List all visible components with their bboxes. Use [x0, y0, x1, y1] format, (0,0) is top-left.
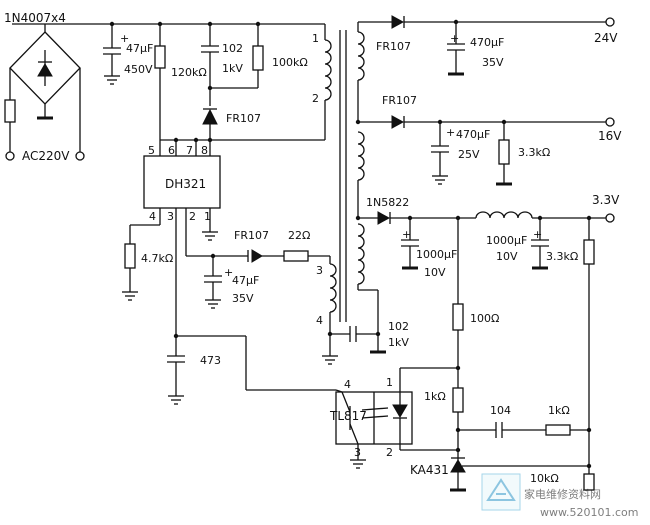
ic-pin3: 3 [167, 210, 174, 223]
watermark: 家电维修资料网 www.520101.com [481, 473, 638, 519]
ic-pin8: 8 [201, 144, 208, 157]
input-capacitor: + 47μF 450V [103, 21, 153, 85]
pin4-resistor: 4.7kΩ [122, 224, 173, 301]
y-cap-voltage: 1kV [388, 336, 409, 349]
aux-cap-plus: + [224, 266, 233, 279]
oc-pin4: 4 [344, 378, 351, 391]
input-cap-plus: + [120, 32, 129, 45]
out-24v-label: 24V [594, 31, 618, 45]
watermark-title: 家电维修资料网 [524, 487, 601, 501]
aux-winding-pin3: 3 [316, 264, 323, 277]
snubber-cap-voltage: 1kV [222, 62, 243, 75]
c33b-value: 1000μF [486, 234, 527, 247]
shunt-regulator: KA431 10kΩ [410, 457, 595, 492]
primary-pin2: 2 [312, 92, 319, 105]
c24-value: 470μF [470, 36, 504, 49]
primary-pin1: 1 [312, 32, 319, 45]
aux-resistor-value: 22Ω [288, 229, 310, 242]
d33-label: 1N5822 [366, 196, 409, 209]
y-capacitor: 102 1kV [349, 289, 409, 354]
snubber-diode-label: FR107 [226, 112, 261, 125]
c104-value: 104 [490, 404, 511, 417]
ac-input-label: AC220V [22, 149, 70, 163]
pin3-network: 473 [167, 225, 336, 405]
input-cap-voltage: 450V [124, 63, 153, 76]
optocoupler: TL817 4 1 3 2 [329, 376, 461, 469]
out-16v-label: 16V [598, 129, 622, 143]
optocoupler-label: TL817 [329, 409, 367, 423]
aux-cap-voltage: 35V [232, 292, 254, 305]
c33b-voltage: 10V [496, 250, 518, 263]
controller-ic: DH321 5 6 7 8 4 3 2 1 [143, 137, 325, 241]
oc-pin2: 2 [386, 446, 393, 459]
r1k-b-value: 1kΩ [548, 404, 570, 417]
watermark-url: www.520101.com [540, 506, 638, 519]
output-3v3: 1N5822 3.3V + 1000μF 10V + 1000μF 10V 3.… [358, 193, 620, 458]
snubber-network: 102 1kV 100kΩ FR107 [160, 21, 325, 140]
c24-plus: + [450, 32, 459, 45]
timing-cap-value: 473 [200, 354, 221, 367]
ic-pin6: 6 [168, 144, 175, 157]
aux-supply: FR107 22Ω + 47μF 35V [185, 225, 331, 309]
ic-pin1: 1 [204, 210, 211, 223]
ic-pin4: 4 [149, 210, 156, 223]
aux-winding: 3 4 [316, 263, 350, 365]
start-resistor: 120kΩ [154, 21, 207, 140]
ic-pin5: 5 [148, 144, 155, 157]
c16-value: 470μF [456, 128, 490, 141]
c33b-plus: + [533, 228, 542, 241]
r10k-value: 10kΩ [530, 472, 559, 485]
pin4-resistor-value: 4.7kΩ [141, 252, 173, 265]
oc-pin1: 1 [386, 376, 393, 389]
ic-pin2: 2 [189, 210, 196, 223]
c33a-value: 1000μF [416, 248, 457, 261]
start-resistor-value: 120kΩ [171, 66, 207, 79]
aux-diode-label: FR107 [234, 229, 269, 242]
transformer-primary: 1 2 [312, 24, 332, 140]
aux-winding-pin4: 4 [316, 314, 323, 327]
bridge-rectifier: 1N4007x4 AC220V [4, 11, 160, 163]
snubber-resistor-value: 100kΩ [272, 56, 308, 69]
input-cap-value: 47μF [126, 42, 153, 55]
ic-pin7: 7 [186, 144, 193, 157]
bridge-label: 1N4007x4 [4, 11, 66, 25]
shunt-label: KA431 [410, 463, 449, 477]
c33a-plus: + [402, 228, 411, 241]
c16-plus: + [446, 126, 455, 139]
d24-label: FR107 [376, 40, 411, 53]
c16-voltage: 25V [458, 148, 480, 161]
ic-label: DH321 [165, 177, 206, 191]
output-16v: FR107 + 470μF 25V 3.3kΩ 16V [358, 94, 622, 186]
r1k-a-value: 1kΩ [424, 390, 446, 403]
c24-voltage: 35V [482, 56, 504, 69]
y-cap-value: 102 [388, 320, 409, 333]
out-3v3-label: 3.3V [592, 193, 620, 207]
secondary-windings [355, 22, 365, 290]
r33-value: 3.3kΩ [546, 250, 578, 263]
d16-label: FR107 [382, 94, 417, 107]
feedback-network: 100Ω 1kΩ [399, 303, 499, 460]
output-24v: FR107 + 470μF 35V 24V [358, 15, 618, 76]
snubber-cap-value: 102 [222, 42, 243, 55]
r16-value: 3.3kΩ [518, 146, 550, 159]
compensation-network: 104 1kΩ [458, 404, 592, 438]
aux-cap-value: 47μF [232, 274, 259, 287]
c33a-voltage: 10V [424, 266, 446, 279]
r100-value: 100Ω [470, 312, 499, 325]
